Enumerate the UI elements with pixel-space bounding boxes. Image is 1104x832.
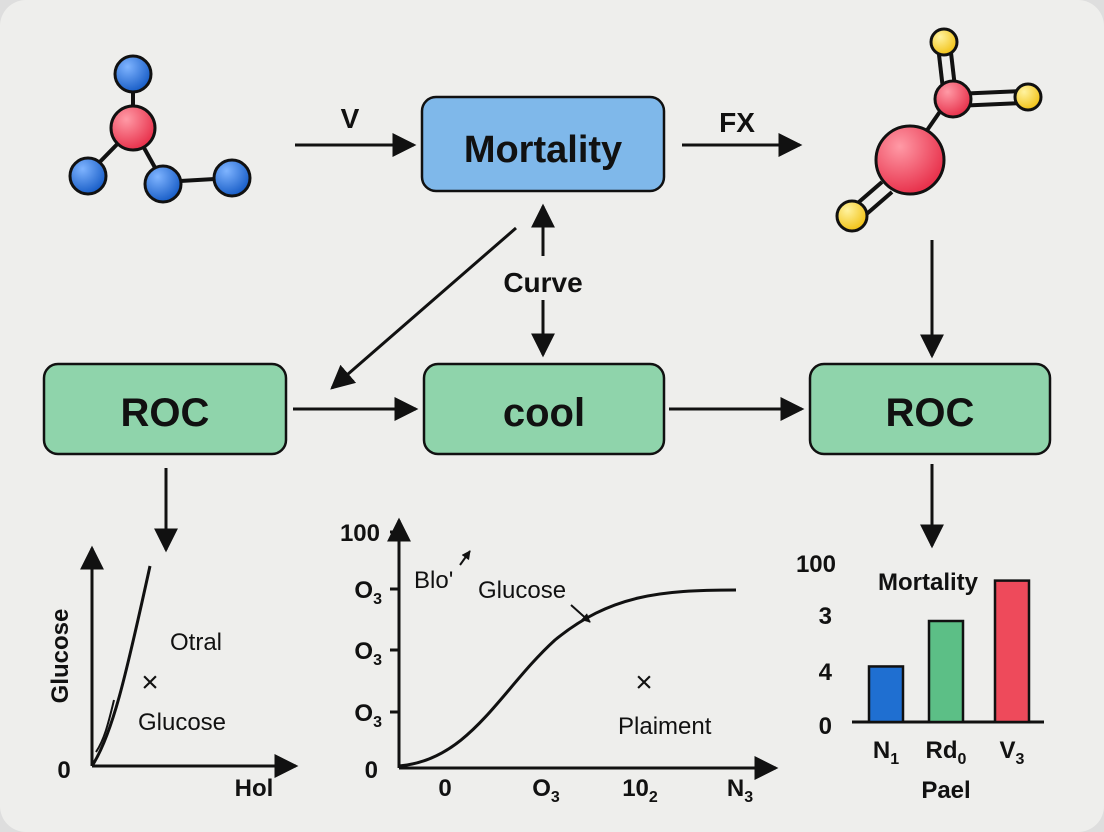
bar [993,579,1031,724]
bar-chart-y-ticks: 100 3 4 0 [796,551,836,740]
node-mortality[interactable]: Mortality [420,95,666,193]
node-cool-label: cool [503,391,585,435]
bar-chart-x-tick-label: Rd0 [926,737,967,768]
plot-middle-curve [398,588,737,768]
plot-middle-marker: × [635,666,653,699]
plot-middle-annotation-plaiment: Plaiment [618,713,712,740]
plot-middle-y-ticks: 100 O3 O3 O3 0 [340,520,382,784]
atom-blue [212,158,252,198]
plot-left-xlabel: Hol [235,775,274,802]
plot-left-curve-2 [95,699,115,753]
edge-label-v: V [341,103,360,134]
plot-left-ylabel: Glucose [47,609,74,704]
plot-middle-y-tick-label: 0 [365,757,378,784]
bar [867,665,905,724]
atom-red [109,104,157,152]
plot-left-marker: × [141,666,159,699]
plot-middle-blo-arrow [459,550,471,566]
plot-middle-x-ticks: 0 O3 102 N3 [438,775,753,806]
plot-middle-y-tick-label: 100 [340,520,380,547]
node-roc-left[interactable]: ROC [42,362,288,456]
node-cool[interactable]: cool [422,362,666,456]
bar-chart-xlabel: Pael [921,777,970,804]
atom-red [933,79,973,119]
node-roc-left-label: ROC [121,391,210,435]
plot-middle-y-tick-label: O3 [354,700,382,731]
plot-middle-annotation-blo: Blo' [414,567,453,594]
plot-middle-x-tick-label: 102 [622,775,658,806]
atom-red [874,124,946,196]
plot-left-annotation-otral: Otral [170,629,222,656]
atom-yellow [929,27,959,57]
bar-chart-y-tick-label: 4 [819,659,833,686]
node-mortality-label: Mortality [464,129,622,171]
bar-chart-y-tick-label: 3 [819,603,832,630]
atom-yellow [835,199,869,233]
arrow-mortality-to-roc [330,226,517,390]
atom-yellow [1013,82,1043,112]
plot-left: Glucose Hol 0 Otral × Glucose [47,545,299,802]
plot-middle: 100 O3 O3 O3 0 0 O3 102 N3 Blo' Glucose … [340,517,779,806]
plot-middle-y-tick-label: O3 [354,638,382,669]
atom-blue [113,54,153,94]
plot-middle-annotation-glucose: Glucose [478,577,566,604]
bar-chart-y-tick-label: 0 [819,713,832,740]
molecule-right [835,27,1043,233]
plot-middle-x-tick-label: O3 [532,775,560,806]
bar-chart-y-tick-label: 100 [796,551,836,578]
atom-blue [143,164,183,204]
node-roc-right-label: ROC [886,391,975,435]
bar-chart-bars [867,579,1031,724]
molecule-left [68,54,252,204]
atom-blue [68,156,108,196]
edge-label-curve: Curve [503,267,582,298]
plot-middle-x-tick-label: N3 [727,775,753,806]
bar [927,619,965,724]
bar-chart-x-tick-label: V3 [1000,737,1025,768]
plot-left-annotation-glucose: Glucose [138,709,226,736]
bar-chart: Mortality 100 3 4 0 N1 Rd0 V3 Pael [796,551,1044,804]
plot-middle-glucose-arrow [570,604,591,623]
plot-left-origin: 0 [57,757,70,784]
bar-chart-x-ticks: N1 Rd0 V3 [873,737,1025,768]
plot-left-curve [90,565,152,767]
edge-label-fx: FX [719,107,755,138]
bar-chart-title: Mortality [878,569,979,596]
bar-chart-x-tick-label: N1 [873,737,899,768]
node-roc-right[interactable]: ROC [808,362,1052,456]
plot-middle-x-tick-label: 0 [438,775,451,802]
plot-middle-y-tick-label: O3 [354,577,382,608]
